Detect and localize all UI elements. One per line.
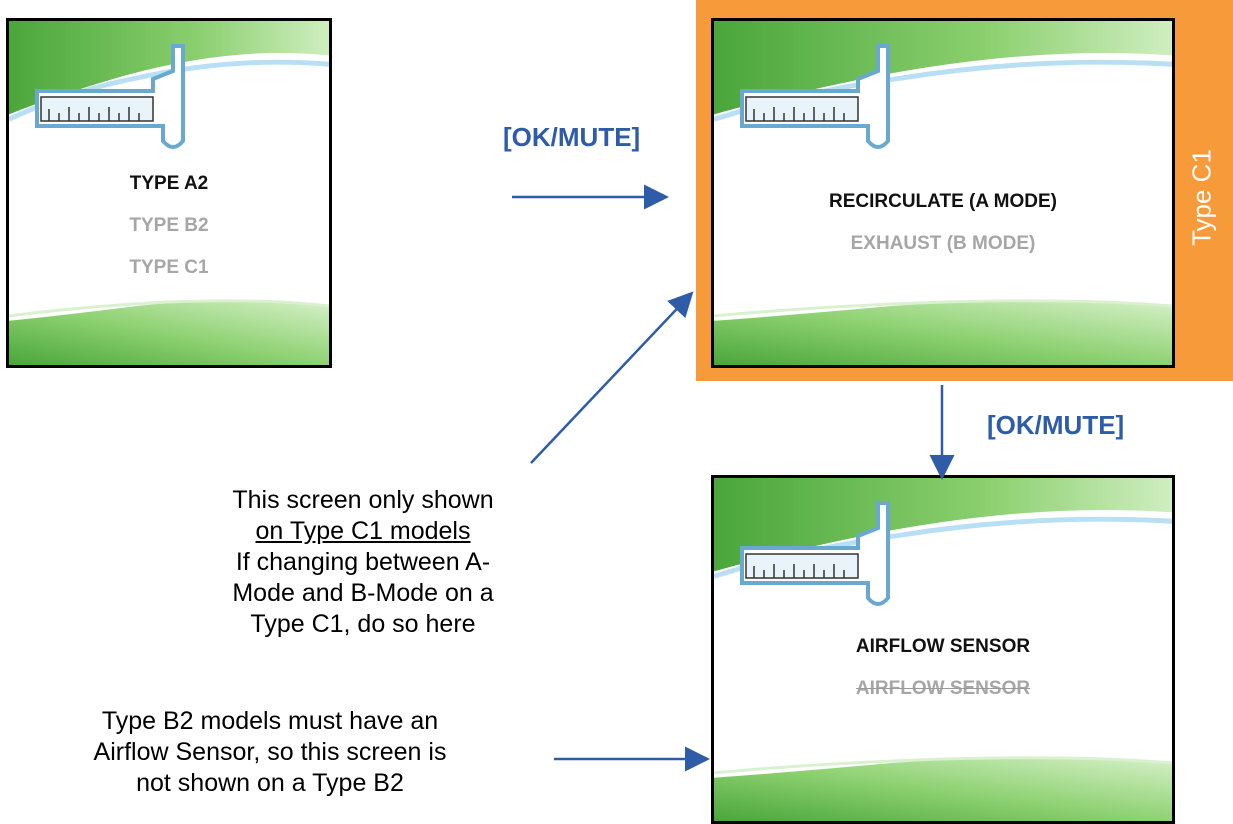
caliper-icon — [740, 501, 890, 606]
note-line: Airflow Sensor, so this screen is — [93, 738, 447, 766]
airflow-menu: AIRFLOW SENSOR AIRFLOW SENSOR — [714, 626, 1172, 710]
note-line: This screen only shown — [232, 486, 494, 514]
type-menu: TYPE A2 TYPE B2 TYPE C1 — [9, 163, 329, 289]
menu-item-recirculate[interactable]: RECIRCULATE (A MODE) — [829, 191, 1057, 212]
b2-note: Type B2 models must have an Airflow Sens… — [50, 706, 490, 799]
mode-select-screen: RECIRCULATE (A MODE) EXHAUST (B MODE) — [711, 18, 1175, 368]
menu-item-exhaust[interactable]: EXHAUST (B MODE) — [850, 233, 1036, 254]
menu-item-type-c1[interactable]: TYPE C1 — [129, 257, 209, 278]
menu-item-type-b2[interactable]: TYPE B2 — [129, 215, 209, 236]
caliper-icon — [740, 44, 890, 149]
c1-note: This screen only shown on Type C1 models… — [188, 485, 538, 640]
note-line: Mode and B-Mode on a — [232, 579, 494, 607]
menu-item-airflow-sensor-off[interactable]: AIRFLOW SENSOR — [855, 678, 1031, 699]
menu-item-type-a2[interactable]: TYPE A2 — [129, 173, 209, 194]
airflow-screen: AIRFLOW SENSOR AIRFLOW SENSOR — [711, 475, 1175, 824]
note-line: Type B2 models must have an — [101, 707, 439, 735]
caliper-icon — [35, 44, 185, 149]
menu-item-airflow-sensor[interactable]: AIRFLOW SENSOR — [855, 636, 1031, 657]
note-line-underlined: on Type C1 models — [255, 517, 471, 545]
type-c1-tag: Type C1 — [1186, 149, 1217, 246]
mode-menu: RECIRCULATE (A MODE) EXHAUST (B MODE) — [714, 181, 1172, 265]
arrow-c1-note — [530, 291, 694, 464]
type-select-screen: TYPE A2 TYPE B2 TYPE C1 — [6, 18, 332, 368]
ok-mute-label-top: [OK/MUTE] — [503, 122, 641, 152]
note-line: If changing between A- — [235, 548, 491, 576]
note-line: not shown on a Type B2 — [136, 769, 404, 797]
note-line: Type C1, do so here — [250, 610, 476, 638]
ok-mute-label-right: [OK/MUTE] — [987, 410, 1125, 440]
